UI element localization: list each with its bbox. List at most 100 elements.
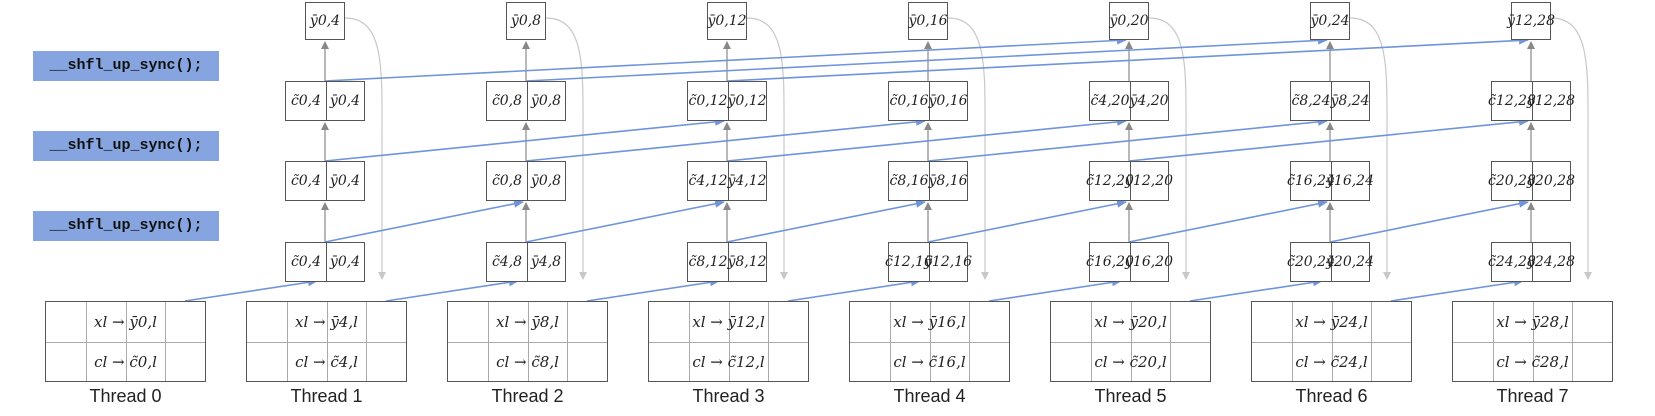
carry-mapping: cl → c̃12,l bbox=[692, 353, 765, 371]
carry-value: c̃24,28 bbox=[1488, 243, 1536, 281]
thread-box-gridline bbox=[1091, 302, 1092, 381]
thread-box-gridline bbox=[488, 302, 489, 381]
y-value: ȳ0,4 bbox=[329, 93, 361, 109]
thread-box-gridline bbox=[327, 302, 328, 381]
shuffle-arrow bbox=[324, 117, 725, 162]
y-value: ȳ4,8 bbox=[530, 254, 562, 270]
carry-value: c̃12,20 bbox=[1086, 162, 1134, 200]
thread-label: Thread 6 bbox=[1295, 386, 1368, 406]
shuffle-arrow bbox=[324, 36, 1127, 82]
thread-box-divider bbox=[247, 342, 406, 343]
carry-value: c̃0,4 bbox=[286, 162, 327, 200]
carry-value: c̃16,20 bbox=[1086, 243, 1134, 281]
carry-mapping: cl → c̃16,l bbox=[893, 353, 966, 371]
thread-box-gridline bbox=[729, 302, 730, 381]
y-value: ȳ16,24 bbox=[1326, 173, 1374, 189]
shuffle-arrow bbox=[1390, 278, 1524, 302]
input-mapping: xl → ȳ28,l bbox=[1496, 313, 1569, 331]
y-value: ȳ0,4 bbox=[329, 254, 361, 270]
result-cell: ȳ0,12 bbox=[707, 2, 747, 40]
y-value: ȳ20,28 bbox=[1527, 173, 1575, 189]
thread-box-gridline bbox=[890, 302, 891, 381]
carry-value: c̃8,16 bbox=[889, 162, 930, 200]
return-arrow bbox=[344, 17, 386, 280]
shfl-up-sync-bar bbox=[33, 211, 219, 241]
shfl-up-sync-label: __shfl_up_sync(); bbox=[49, 57, 203, 74]
shuffle-arrow bbox=[726, 117, 1127, 162]
return-arrow bbox=[1349, 17, 1391, 280]
result-cell: ȳ0,4 bbox=[305, 2, 345, 40]
thread-box: xl → ȳ4,l cl → c̃4,l bbox=[246, 301, 407, 382]
carry-value: c̃8,12 bbox=[688, 243, 729, 281]
input-mapping: xl → ȳ24,l bbox=[1295, 313, 1368, 331]
thread-label: Thread 0 bbox=[89, 386, 162, 406]
y-value: ȳ8,16 bbox=[928, 173, 968, 189]
carry-value: c̃12,16 bbox=[885, 243, 933, 281]
return-arrow bbox=[1550, 17, 1592, 280]
shuffle-arrow bbox=[988, 278, 1122, 302]
shuffle-arrow bbox=[525, 117, 926, 162]
result-cell: ȳ0,24 bbox=[1310, 2, 1350, 40]
shfl-up-sync-label: __shfl_up_sync(); bbox=[49, 217, 203, 234]
carry-value: c̃20,24 bbox=[1287, 243, 1335, 281]
shuffle-arrow bbox=[1128, 117, 1529, 162]
shuffle-arrow bbox=[586, 278, 720, 302]
y-value: ȳ16,20 bbox=[1125, 254, 1173, 270]
carry-value: c̃0,4 bbox=[286, 82, 327, 120]
input-mapping: xl → ȳ0,l bbox=[94, 313, 157, 331]
carry-value: c̃0,8 bbox=[487, 82, 528, 120]
carry-value: c̃4,8 bbox=[487, 243, 528, 281]
carry-mapping: cl → c̃8,l bbox=[496, 353, 559, 371]
y-value: ȳ8,12 bbox=[727, 254, 767, 270]
shuffle-arrow bbox=[927, 117, 1328, 162]
input-mapping: xl → ȳ16,l bbox=[893, 313, 966, 331]
carry-value: c̃4,20 bbox=[1090, 82, 1131, 120]
result-cell: ȳ0,20 bbox=[1109, 2, 1149, 40]
thread-box-gridline bbox=[1533, 302, 1534, 381]
y-value: ȳ0,8 bbox=[530, 93, 562, 109]
thread-box-gridline bbox=[969, 302, 970, 381]
thread-box-gridline bbox=[1332, 302, 1333, 381]
input-mapping: xl → ȳ20,l bbox=[1094, 313, 1167, 331]
thread-box-gridline bbox=[1131, 302, 1132, 381]
input-mapping: xl → ȳ4,l bbox=[295, 313, 358, 331]
thread-box-gridline bbox=[287, 302, 288, 381]
thread-box-divider bbox=[649, 342, 808, 343]
thread-label: Thread 5 bbox=[1094, 386, 1167, 406]
shuffle-arrow bbox=[1189, 278, 1323, 302]
carry-value: c̃12,28 bbox=[1488, 82, 1536, 120]
y-value: ȳ8,24 bbox=[1330, 93, 1370, 109]
shfl-up-sync-bar bbox=[33, 51, 219, 81]
thread-label: Thread 1 bbox=[290, 386, 363, 406]
shuffle-arrow bbox=[1128, 199, 1328, 243]
carry-value: c̃0,4 bbox=[286, 243, 327, 281]
thread-box-gridline bbox=[1572, 302, 1573, 381]
result-cell: ȳ0,16 bbox=[908, 2, 948, 40]
y-value: ȳ0,16 bbox=[928, 93, 968, 109]
thread-box-gridline bbox=[126, 302, 127, 381]
thread-box-gridline bbox=[528, 302, 529, 381]
shuffle-arrow bbox=[525, 199, 725, 243]
y-value: ȳ4,20 bbox=[1129, 93, 1169, 109]
shuffle-arrow bbox=[927, 199, 1127, 243]
thread-box-gridline bbox=[1170, 302, 1171, 381]
thread-box-divider bbox=[46, 342, 205, 343]
carry-mapping: cl → c̃4,l bbox=[295, 353, 358, 371]
